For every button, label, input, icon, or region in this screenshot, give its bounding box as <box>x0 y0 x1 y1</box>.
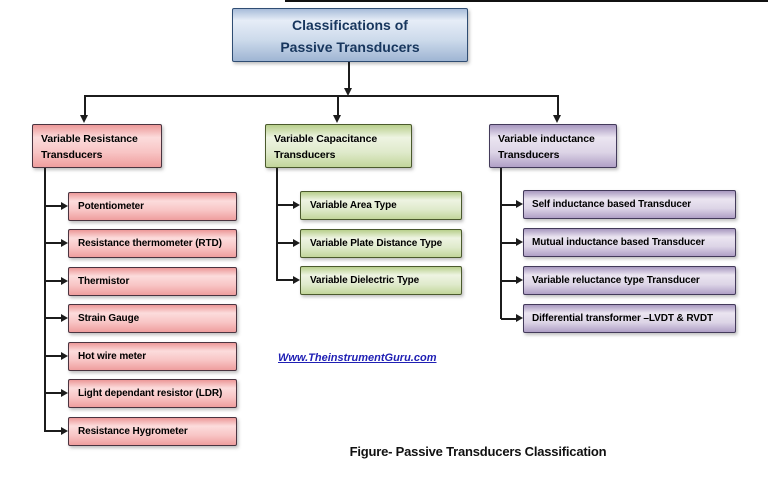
node-label: Resistance thermometer (RTD) <box>78 238 222 249</box>
connector-branch <box>45 205 62 207</box>
branch-header-line: Variable inductance <box>498 133 595 145</box>
arrow-right-icon <box>293 201 300 209</box>
arrow-right-icon <box>516 200 523 208</box>
node-label: Resistance Hygrometer <box>78 426 188 437</box>
arrow-down-icon <box>333 115 341 123</box>
root-title-box: Classifications of Passive Transducers <box>232 8 468 62</box>
node-label: Mutual inductance based Transducer <box>532 237 705 248</box>
branch-header-line: Transducers <box>41 149 103 161</box>
node-self-inductance: Self inductance based Transducer <box>523 190 736 219</box>
node-label: Variable reluctance type Transducer <box>532 275 700 286</box>
node-label: Differential transformer –LVDT & RVDT <box>532 313 713 324</box>
node-label: Hot wire meter <box>78 351 147 362</box>
connector-drop-left <box>84 95 86 115</box>
branch-header-resistance: Variable Resistance Transducers <box>32 124 162 168</box>
branch-header-line: Transducers <box>498 149 560 161</box>
root-title-line1: Classifications of <box>292 17 408 33</box>
arrow-down-icon <box>344 88 352 96</box>
node-resistance-hygrometer: Resistance Hygrometer <box>68 417 237 446</box>
connector-root-crossbar <box>84 95 559 97</box>
node-variable-dielectric-type: Variable Dielectric Type <box>300 266 462 295</box>
arrow-right-icon <box>516 276 523 284</box>
connector-drop-center <box>337 95 339 115</box>
connector-branch <box>45 430 62 432</box>
arrow-right-icon <box>61 202 68 210</box>
arrow-right-icon <box>61 239 68 247</box>
root-title-line2: Passive Transducers <box>280 39 420 55</box>
connector-branch <box>45 392 62 394</box>
arrow-right-icon <box>61 352 68 360</box>
node-hot-wire-meter: Hot wire meter <box>68 342 237 371</box>
connector-branch <box>45 242 62 244</box>
node-differential-transformer: Differential transformer –LVDT & RVDT <box>523 304 736 333</box>
node-resistance-thermometer: Resistance thermometer (RTD) <box>68 229 237 258</box>
connector-branch <box>45 355 62 357</box>
connector-branch <box>45 317 62 319</box>
arrow-right-icon <box>61 389 68 397</box>
node-strain-gauge: Strain Gauge <box>68 304 237 333</box>
arrow-right-icon <box>61 427 68 435</box>
node-label: Strain Gauge <box>78 313 140 324</box>
connector-drop-right <box>557 95 559 115</box>
branch-header-inductance: Variable inductance Transducers <box>489 124 617 168</box>
figure-caption: Figure- Passive Transducers Classificati… <box>349 444 607 459</box>
branch-header-line: Variable Capacitance <box>274 133 378 145</box>
node-label: Self inductance based Transducer <box>532 199 692 210</box>
connector-branch <box>501 318 516 320</box>
node-label: Variable Plate Distance Type <box>310 238 443 249</box>
node-label: Potentiometer <box>78 201 144 212</box>
node-potentiometer: Potentiometer <box>68 192 237 221</box>
arrow-right-icon <box>516 314 523 322</box>
connector-branch <box>277 279 293 281</box>
branch-header-capacitance: Variable Capacitance Transducers <box>265 124 412 168</box>
connector-trunk-inductance <box>500 168 502 319</box>
connector-branch <box>501 280 516 282</box>
node-label: Variable Dielectric Type <box>310 275 420 286</box>
node-mutual-inductance: Mutual inductance based Transducer <box>523 228 736 257</box>
node-label: Thermistor <box>78 276 130 287</box>
node-ldr: Light dependant resistor (LDR) <box>68 379 237 408</box>
connector-branch <box>45 280 62 282</box>
arrow-right-icon <box>293 239 300 247</box>
connector-branch <box>277 204 293 206</box>
node-variable-area-type: Variable Area Type <box>300 191 462 220</box>
watermark-link[interactable]: Www.TheinstrumentGuru.com <box>278 352 437 364</box>
arrow-right-icon <box>61 314 68 322</box>
connector-trunk-capacitance <box>276 168 278 281</box>
node-thermistor: Thermistor <box>68 267 237 296</box>
node-label: Variable Area Type <box>310 200 397 211</box>
arrow-right-icon <box>516 238 523 246</box>
connector-branch <box>501 242 516 244</box>
arrow-right-icon <box>61 277 68 285</box>
connector-root-stem <box>348 62 350 88</box>
arrow-down-icon <box>553 115 561 123</box>
node-label: Light dependant resistor (LDR) <box>78 388 223 399</box>
branch-header-line: Transducers <box>274 149 336 161</box>
arrow-right-icon <box>293 276 300 284</box>
branch-header-line: Variable Resistance <box>41 133 138 145</box>
node-variable-reluctance: Variable reluctance type Transducer <box>523 266 736 295</box>
connector-branch <box>277 242 293 244</box>
connector-branch <box>501 204 516 206</box>
top-border-line <box>285 0 768 2</box>
node-variable-plate-distance-type: Variable Plate Distance Type <box>300 229 462 258</box>
arrow-down-icon <box>80 115 88 123</box>
connector-trunk-resistance <box>44 168 46 432</box>
